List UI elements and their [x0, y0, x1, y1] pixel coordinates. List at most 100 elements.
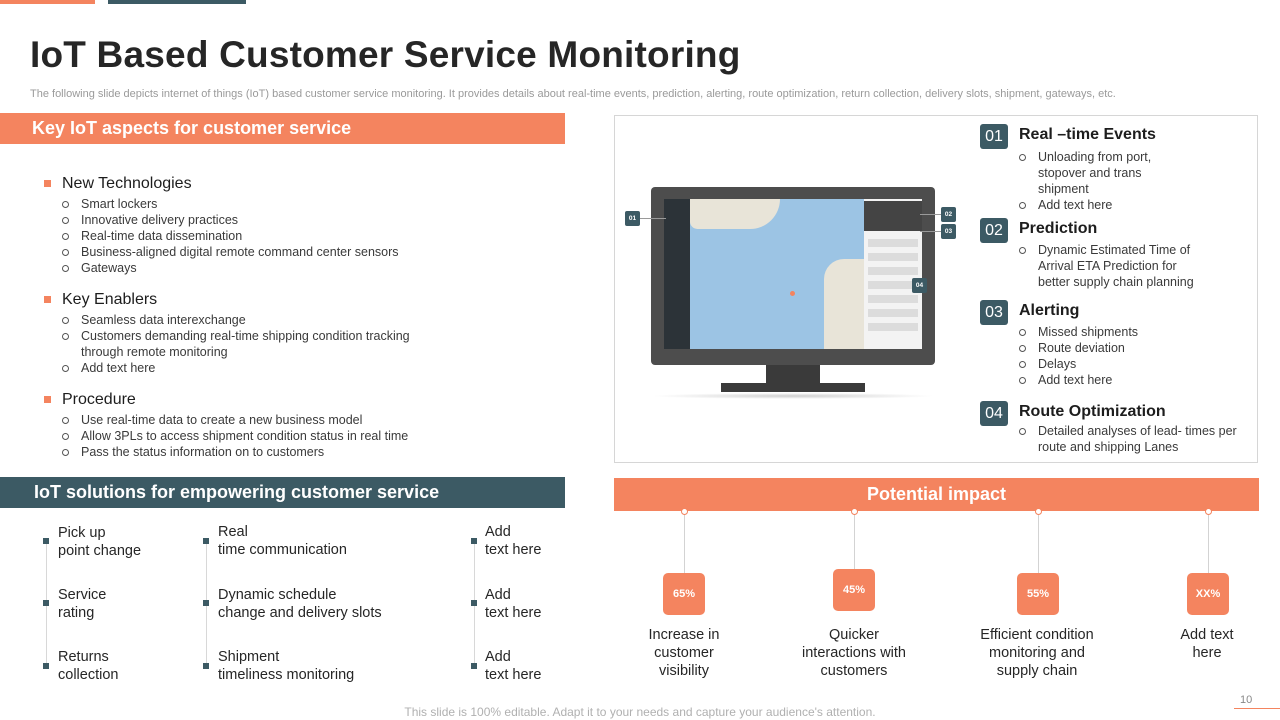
monitor-stand — [721, 383, 865, 392]
solution-bullet-icon — [471, 600, 477, 606]
circle-bullet-icon — [62, 449, 69, 456]
feature-number-badge: 01 — [980, 124, 1008, 149]
circle-bullet-icon — [62, 317, 69, 324]
aspect-group-procedure: Procedure Use real-time data to create a… — [44, 391, 408, 460]
square-bullet-icon — [44, 296, 51, 303]
solution-bullet-icon — [203, 600, 209, 606]
monitor-callout-badge: 03 — [941, 224, 956, 239]
solution-bullet-icon — [471, 538, 477, 544]
circle-bullet-icon — [62, 249, 69, 256]
feature-item: Detailed analyses of lead- times per — [1019, 423, 1280, 439]
circle-bullet-icon — [1019, 361, 1026, 368]
aspect-group-key-enablers: Key Enablers Seamless data interexchange… — [44, 291, 410, 376]
page-number: 10 — [1240, 694, 1253, 706]
impact-connector — [1208, 512, 1209, 574]
list-item: Business-aligned digital remote command … — [44, 244, 399, 260]
screen-sidebar — [664, 199, 690, 349]
page-number-underline — [1234, 708, 1280, 709]
aspect-title: Procedure — [44, 391, 408, 409]
impact-value-badge: XX% — [1187, 573, 1229, 615]
feature-item: Dynamic Estimated Time of — [1019, 242, 1259, 258]
impact-value-badge: 65% — [663, 573, 705, 615]
impact-connector — [684, 512, 685, 574]
impact-connector — [1038, 512, 1039, 574]
circle-bullet-icon — [1019, 377, 1026, 384]
feature-item-continuation: stopover and trans — [1038, 166, 1142, 180]
list-item: Real-time data dissemination — [44, 228, 399, 244]
impact-header: Potential impact — [614, 478, 1259, 511]
feature-item-continuation: shipment — [1038, 182, 1089, 196]
square-bullet-icon — [44, 180, 51, 187]
feature-title: Route Optimization — [1019, 403, 1166, 420]
feature-title: Real –time Events — [1019, 126, 1156, 143]
callout-line — [920, 214, 941, 215]
circle-bullet-icon — [1019, 154, 1026, 161]
footer-note: This slide is 100% editable. Adapt it to… — [404, 705, 876, 719]
feature-item: Unloading from port, — [1019, 149, 1259, 165]
aspect-title: Key Enablers — [44, 291, 410, 309]
key-aspects-header: Key IoT aspects for customer service — [0, 113, 565, 144]
page-title: IoT Based Customer Service Monitoring — [30, 34, 741, 75]
solution-bullet-icon — [203, 663, 209, 669]
monitor-shadow — [651, 393, 935, 399]
screen-alert-box — [864, 201, 922, 231]
impact-node-icon — [681, 508, 688, 515]
screen-landmass — [824, 259, 864, 349]
list-item: Allow 3PLs to access shipment condition … — [44, 428, 408, 444]
monitor-screen-map — [664, 199, 922, 349]
feature-item-continuation: route and shipping Lanes — [1038, 440, 1179, 454]
list-item: Smart lockers — [44, 196, 399, 212]
monitor-neck — [766, 365, 820, 385]
aspect-group-new-technologies: New Technologies Smart lockers Innovativ… — [44, 175, 399, 276]
circle-bullet-icon — [62, 433, 69, 440]
circle-bullet-icon — [1019, 428, 1026, 435]
square-bullet-icon — [44, 396, 51, 403]
circle-bullet-icon — [62, 417, 69, 424]
circle-bullet-icon — [62, 265, 69, 272]
solution-bullet-icon — [43, 538, 49, 544]
feature-item: Add text here — [1019, 197, 1259, 213]
monitor-callout-badge: 02 — [941, 207, 956, 222]
circle-bullet-icon — [62, 365, 69, 372]
list-item: Customers demanding real-time shipping c… — [44, 328, 410, 344]
solution-bullet-icon — [203, 538, 209, 544]
list-item: Gateways — [44, 260, 399, 276]
solutions-header: IoT solutions for empowering customer se… — [0, 477, 565, 508]
feature-item-continuation: Arrival ETA Prediction for — [1038, 259, 1177, 273]
solution-bullet-icon — [43, 663, 49, 669]
callout-line — [920, 231, 941, 232]
callout-line — [640, 218, 666, 219]
feature-number-badge: 04 — [980, 401, 1008, 426]
monitor-callout-badge: 01 — [625, 211, 640, 226]
monitor-callout-badge: 04 — [912, 278, 927, 293]
feature-number-badge: 03 — [980, 300, 1008, 325]
circle-bullet-icon — [62, 233, 69, 240]
circle-bullet-icon — [1019, 345, 1026, 352]
impact-connector — [854, 512, 855, 570]
circle-bullet-icon — [62, 201, 69, 208]
aspect-title: New Technologies — [44, 175, 399, 193]
feature-item: Delays — [1019, 356, 1259, 372]
circle-bullet-icon — [62, 333, 69, 340]
feature-item-continuation: better supply chain planning — [1038, 275, 1194, 289]
feature-item: Route deviation — [1019, 340, 1259, 356]
feature-title: Prediction — [1019, 220, 1098, 237]
list-item: Add text here — [44, 360, 410, 376]
feature-title: Alerting — [1019, 302, 1080, 319]
list-item-continuation: through remote monitoring — [81, 345, 228, 359]
impact-node-icon — [1035, 508, 1042, 515]
solution-bullet-icon — [43, 600, 49, 606]
impact-value-badge: 45% — [833, 569, 875, 611]
list-item: Pass the status information on to custom… — [44, 444, 408, 460]
